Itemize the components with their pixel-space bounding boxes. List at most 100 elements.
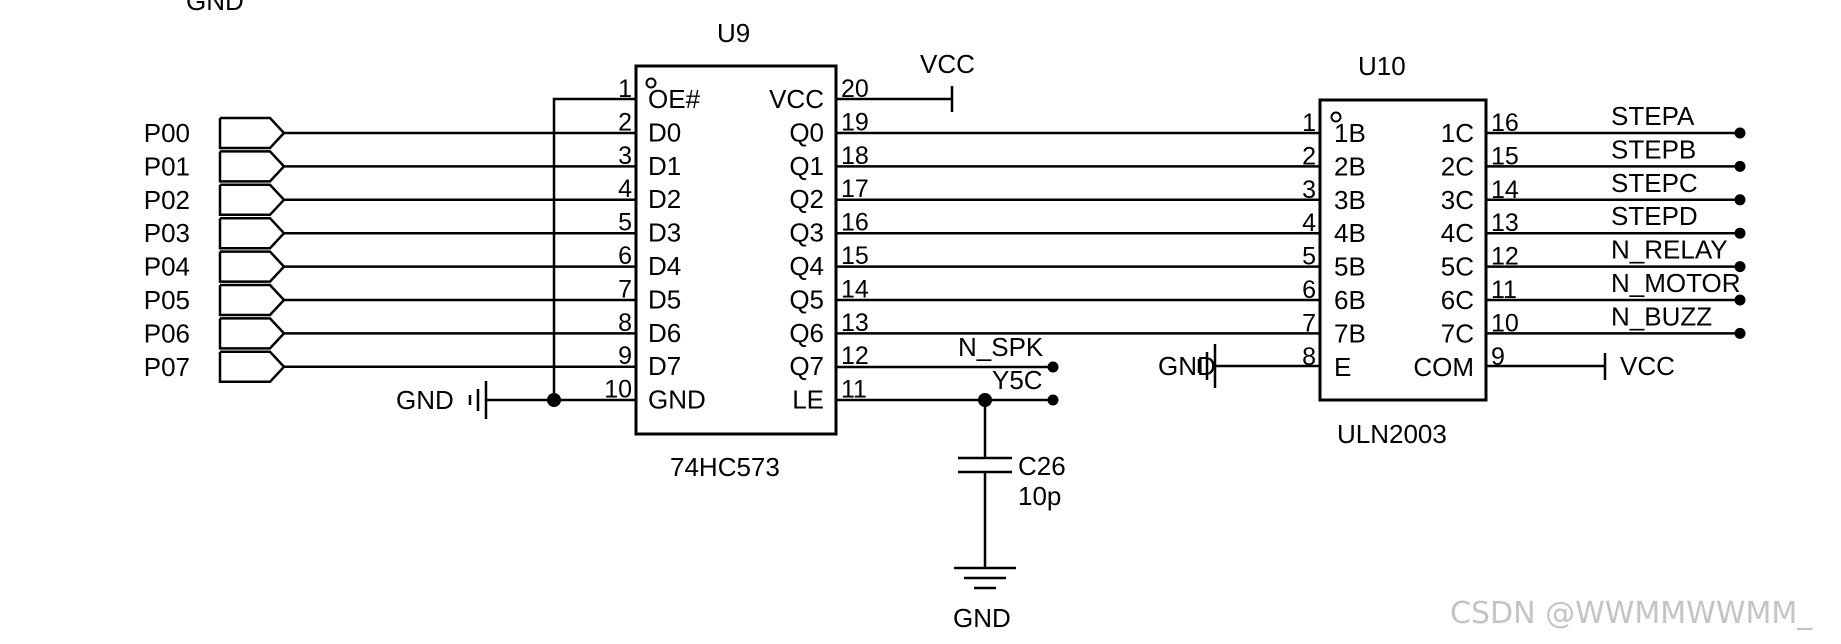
u10-body xyxy=(1318,98,1488,402)
u9-pin-number: 19 xyxy=(841,108,869,136)
top-gnd-label: GND xyxy=(186,0,244,16)
u9-part-label: 74HC573 xyxy=(670,452,780,482)
u10-pin-number: 2 xyxy=(1302,142,1316,170)
u9-pin-number: 6 xyxy=(618,242,632,270)
u10-pin-number: 5 xyxy=(1302,243,1316,271)
port-connector-shape xyxy=(218,183,286,217)
u9-oe-gnd-net: GND xyxy=(396,97,635,419)
u9-pin-number: 14 xyxy=(841,275,869,303)
u9-vcc-net: VCC xyxy=(837,49,975,112)
u10-gnd-label: GND xyxy=(1158,351,1216,381)
port-label: P07 xyxy=(144,352,190,382)
u10-pin-name: 2C xyxy=(1441,151,1474,181)
u10-pin-name: 7C xyxy=(1441,318,1474,348)
u9-pin-number: 9 xyxy=(618,342,632,370)
u10-pin-name: COM xyxy=(1413,352,1474,382)
u9-pin-name: D0 xyxy=(648,117,681,147)
output-net-label: N_MOTOR xyxy=(1611,268,1741,298)
port-label: P00 xyxy=(144,118,190,148)
output-net-label: N_BUZZ xyxy=(1611,301,1712,331)
u10-pin-name: 3C xyxy=(1441,185,1474,215)
u9-pin-name: Q6 xyxy=(789,318,824,348)
spk-le-nets: N_SPK Y5C C26 10p GND xyxy=(837,332,1066,633)
u9-pin-name: Q3 xyxy=(789,218,824,248)
u10-pin-number: 7 xyxy=(1302,309,1316,337)
watermark: CSDN @WWMMWWMM_ xyxy=(1450,596,1813,631)
port-label: P02 xyxy=(144,185,190,215)
u9-pin-name: GND xyxy=(648,385,706,415)
u9-pin-number: 12 xyxy=(841,342,869,370)
u9-pin-name: D5 xyxy=(648,284,681,314)
output-net-label: STEPB xyxy=(1611,134,1696,164)
u10-vcc-label: VCC xyxy=(1620,351,1675,381)
output-terminal xyxy=(1734,194,1746,206)
port-connector-shape xyxy=(218,317,286,350)
u9-pin-number: 7 xyxy=(618,275,632,303)
u10-pin-number: 9 xyxy=(1491,343,1505,371)
port-label: P04 xyxy=(144,252,190,282)
u10-vcc-net: VCC xyxy=(1487,351,1675,381)
port-connector-shape xyxy=(218,216,286,250)
u9-pin-number: 5 xyxy=(618,209,632,237)
n-spk-label: N_SPK xyxy=(958,332,1044,362)
u10-pin-name: 1C xyxy=(1441,118,1474,148)
cap-gnd-label: GND xyxy=(953,603,1011,633)
output-net-label: STEPD xyxy=(1611,201,1698,231)
u10-pin-name: 3B xyxy=(1334,185,1366,215)
u9-pin-name: D3 xyxy=(648,218,681,248)
u9-pin-number: 8 xyxy=(618,309,632,337)
u10-pin-name: 4B xyxy=(1334,218,1366,248)
port-connector-shape xyxy=(218,283,286,317)
u10-pin-number: 6 xyxy=(1302,276,1316,304)
u10-pin1-marker xyxy=(1330,111,1342,123)
n-spk-terminal xyxy=(1047,361,1059,373)
port-label: P03 xyxy=(144,218,190,248)
u9-gnd-junction xyxy=(547,393,561,407)
output-terminal xyxy=(1734,261,1746,273)
output-net-label: STEPC xyxy=(1611,168,1698,198)
u10-part-label: ULN2003 xyxy=(1337,419,1447,449)
output-terminal xyxy=(1734,127,1746,139)
u10-pin-name: 6B xyxy=(1334,285,1366,315)
u10-pin-number: 8 xyxy=(1302,343,1316,371)
output-terminal xyxy=(1734,160,1746,172)
port-label: P01 xyxy=(144,151,190,181)
u10-pin-name: 1B xyxy=(1334,118,1366,148)
u9-pin-number: 18 xyxy=(841,142,869,170)
u9-pin-name: Q4 xyxy=(789,251,824,281)
output-net-label: N_RELAY xyxy=(1611,235,1728,265)
u9-pin-name: D4 xyxy=(648,251,681,281)
u9-gnd-label: GND xyxy=(396,385,454,415)
u9-pin-name: Q1 xyxy=(789,151,824,181)
u9-pin-name: D6 xyxy=(648,318,681,348)
cap-value-label: 10p xyxy=(1018,481,1061,511)
u9-pin-name: D7 xyxy=(648,351,681,381)
u10-gnd-net: GND xyxy=(1158,344,1319,388)
u9-pin-number: 2 xyxy=(618,108,632,136)
u9-pin-number: 17 xyxy=(841,175,869,203)
u9-pin-name: OE# xyxy=(648,84,701,114)
u10-pin-number: 3 xyxy=(1302,176,1316,204)
u9-pin-name: D1 xyxy=(648,151,681,181)
u9-pin-name: D2 xyxy=(648,184,681,214)
output-terminal xyxy=(1734,327,1746,339)
u9-pin-number: 15 xyxy=(841,242,869,270)
u9-pin-name: Q7 xyxy=(789,351,824,381)
output-terminal xyxy=(1734,294,1746,306)
port-connector-shape xyxy=(218,250,286,283)
output-terminal xyxy=(1734,227,1746,239)
u9-pin-name: Q0 xyxy=(789,117,824,147)
cap-ref-label: C26 xyxy=(1018,451,1066,481)
output-net-label: STEPA xyxy=(1611,101,1695,131)
u9-pin-name: Q5 xyxy=(789,284,824,314)
y5c-label: Y5C xyxy=(992,365,1043,395)
u9-pin-name: VCC xyxy=(769,84,824,114)
u10-pin-name: 2B xyxy=(1334,151,1366,181)
u9-ref-label: U9 xyxy=(717,18,750,48)
u10-pin-name: 5B xyxy=(1334,252,1366,282)
u9-body xyxy=(634,64,838,436)
